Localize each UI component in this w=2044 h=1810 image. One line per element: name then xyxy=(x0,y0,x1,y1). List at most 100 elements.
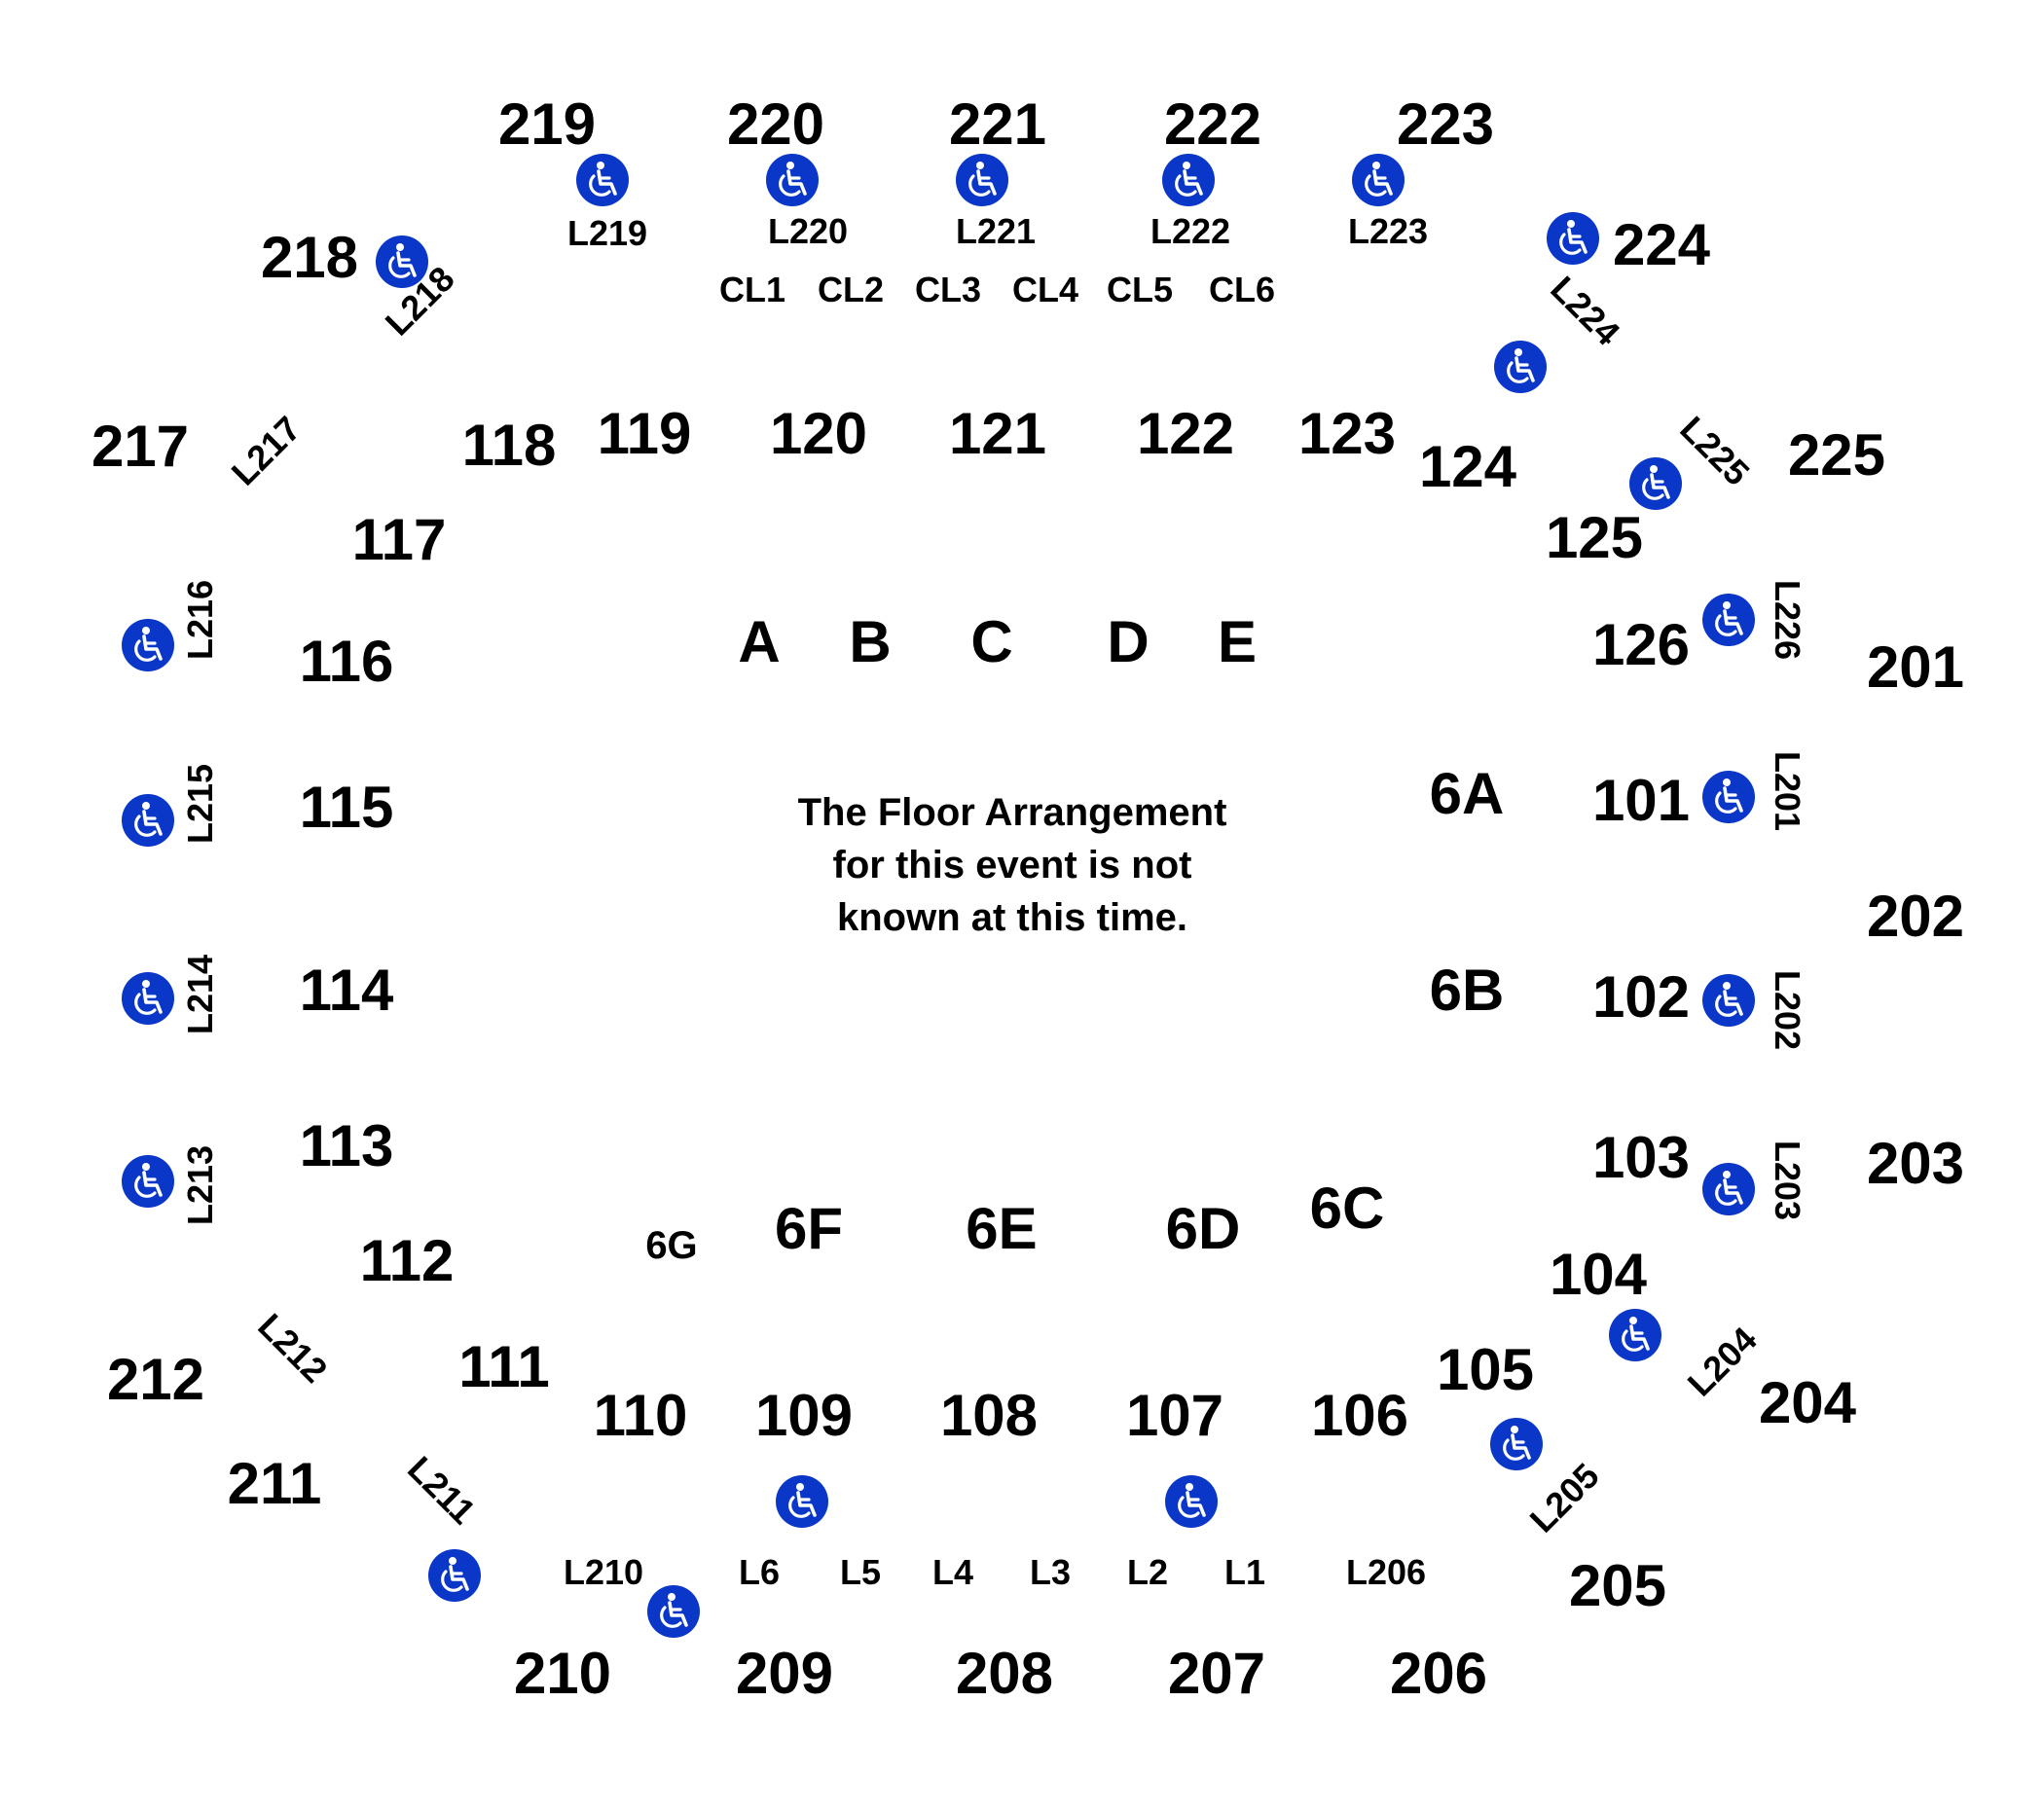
loge-l2[interactable]: L2 xyxy=(1127,1552,1168,1592)
wheelchair-icon[interactable] xyxy=(1350,152,1406,208)
floor-section-a[interactable]: A xyxy=(738,609,780,674)
floor-section-6b[interactable]: 6B xyxy=(1430,958,1505,1023)
loge-l6[interactable]: L6 xyxy=(739,1552,780,1592)
loge-l217[interactable]: L217 xyxy=(224,409,309,493)
section-107[interactable]: 107 xyxy=(1126,1383,1223,1448)
section-109[interactable]: 109 xyxy=(755,1383,853,1448)
section-118[interactable]: 118 xyxy=(462,413,557,478)
section-119[interactable]: 119 xyxy=(598,401,692,466)
section-117[interactable]: 117 xyxy=(352,507,447,572)
section-104[interactable]: 104 xyxy=(1550,1242,1648,1307)
loge-l224[interactable]: L224 xyxy=(1543,269,1627,353)
section-120[interactable]: 120 xyxy=(770,401,867,466)
club-cl6[interactable]: CL6 xyxy=(1209,270,1275,309)
section-108[interactable]: 108 xyxy=(940,1383,1038,1448)
loge-l205[interactable]: L205 xyxy=(1522,1456,1607,1540)
loge-l213[interactable]: L213 xyxy=(180,1145,220,1225)
section-207[interactable]: 207 xyxy=(1168,1641,1265,1706)
section-203[interactable]: 203 xyxy=(1867,1131,1964,1196)
wheelchair-icon[interactable] xyxy=(1492,339,1549,395)
floor-section-c[interactable]: C xyxy=(970,609,1012,674)
club-cl4[interactable]: CL4 xyxy=(1012,270,1078,309)
section-202[interactable]: 202 xyxy=(1867,884,1964,949)
wheelchair-icon[interactable] xyxy=(120,1153,176,1210)
section-222[interactable]: 222 xyxy=(1164,91,1261,157)
wheelchair-icon[interactable] xyxy=(1607,1307,1663,1363)
wheelchair-icon[interactable] xyxy=(645,1583,702,1640)
loge-l210[interactable]: L210 xyxy=(564,1552,643,1592)
loge-l221[interactable]: L221 xyxy=(956,211,1036,251)
loge-l222[interactable]: L222 xyxy=(1150,211,1230,251)
wheelchair-icon[interactable] xyxy=(1488,1416,1545,1472)
club-cl5[interactable]: CL5 xyxy=(1107,270,1173,309)
section-124[interactable]: 124 xyxy=(1419,434,1517,499)
wheelchair-icon[interactable] xyxy=(1160,152,1217,208)
section-105[interactable]: 105 xyxy=(1437,1337,1534,1402)
wheelchair-icon[interactable] xyxy=(1700,592,1757,648)
section-206[interactable]: 206 xyxy=(1390,1641,1487,1706)
wheelchair-icon[interactable] xyxy=(954,152,1010,208)
loge-l216[interactable]: L216 xyxy=(180,580,220,660)
loge-l211[interactable]: L211 xyxy=(400,1448,484,1532)
loge-l5[interactable]: L5 xyxy=(840,1552,881,1592)
wheelchair-icon[interactable] xyxy=(1163,1473,1220,1530)
section-121[interactable]: 121 xyxy=(949,401,1046,466)
floor-section-6g[interactable]: 6G xyxy=(645,1224,697,1267)
section-210[interactable]: 210 xyxy=(514,1641,611,1706)
loge-l219[interactable]: L219 xyxy=(567,213,647,253)
loge-l3[interactable]: L3 xyxy=(1030,1552,1071,1592)
section-102[interactable]: 102 xyxy=(1592,964,1690,1030)
club-cl3[interactable]: CL3 xyxy=(915,270,981,309)
loge-l226[interactable]: L226 xyxy=(1768,580,1807,660)
section-110[interactable]: 110 xyxy=(594,1383,688,1448)
section-126[interactable]: 126 xyxy=(1592,612,1690,677)
loge-l203[interactable]: L203 xyxy=(1768,1140,1807,1220)
section-106[interactable]: 106 xyxy=(1311,1383,1408,1448)
wheelchair-icon[interactable] xyxy=(1700,972,1757,1029)
section-123[interactable]: 123 xyxy=(1298,401,1396,466)
wheelchair-icon[interactable] xyxy=(774,1473,830,1530)
section-116[interactable]: 116 xyxy=(300,629,394,694)
loge-l201[interactable]: L201 xyxy=(1768,751,1807,831)
loge-l202[interactable]: L202 xyxy=(1768,970,1807,1050)
section-224[interactable]: 224 xyxy=(1613,212,1711,277)
wheelchair-icon[interactable] xyxy=(120,617,176,673)
loge-l220[interactable]: L220 xyxy=(768,211,848,251)
floor-section-6d[interactable]: 6D xyxy=(1166,1196,1241,1261)
wheelchair-icon[interactable] xyxy=(120,792,176,849)
section-223[interactable]: 223 xyxy=(1397,91,1494,157)
loge-l4[interactable]: L4 xyxy=(932,1552,973,1592)
floor-section-b[interactable]: B xyxy=(849,609,891,674)
floor-section-6c[interactable]: 6C xyxy=(1310,1176,1385,1241)
section-217[interactable]: 217 xyxy=(91,414,189,479)
section-101[interactable]: 101 xyxy=(1592,768,1690,833)
section-221[interactable]: 221 xyxy=(949,91,1046,157)
section-220[interactable]: 220 xyxy=(727,91,824,157)
wheelchair-icon[interactable] xyxy=(1545,210,1601,267)
section-204[interactable]: 204 xyxy=(1759,1370,1857,1435)
floor-section-6f[interactable]: 6F xyxy=(775,1196,843,1261)
section-114[interactable]: 114 xyxy=(300,958,394,1023)
wheelchair-icon[interactable] xyxy=(1700,1161,1757,1217)
section-218[interactable]: 218 xyxy=(261,225,358,290)
loge-l1[interactable]: L1 xyxy=(1224,1552,1265,1592)
section-225[interactable]: 225 xyxy=(1788,422,1885,488)
loge-l212[interactable]: L212 xyxy=(250,1306,335,1391)
wheelchair-icon[interactable] xyxy=(1700,769,1757,825)
loge-l204[interactable]: L204 xyxy=(1680,1320,1765,1404)
section-212[interactable]: 212 xyxy=(107,1347,204,1412)
floor-section-6e[interactable]: 6E xyxy=(966,1196,1037,1261)
loge-l214[interactable]: L214 xyxy=(180,955,220,1034)
loge-l206[interactable]: L206 xyxy=(1346,1552,1426,1592)
section-115[interactable]: 115 xyxy=(300,775,394,840)
wheelchair-icon[interactable] xyxy=(374,234,430,290)
floor-section-d[interactable]: D xyxy=(1107,609,1149,674)
wheelchair-icon[interactable] xyxy=(426,1547,483,1604)
section-219[interactable]: 219 xyxy=(498,91,596,157)
section-125[interactable]: 125 xyxy=(1546,505,1643,570)
section-112[interactable]: 112 xyxy=(360,1228,455,1293)
floor-section-6a[interactable]: 6A xyxy=(1430,761,1505,826)
section-122[interactable]: 122 xyxy=(1137,401,1234,466)
section-208[interactable]: 208 xyxy=(956,1641,1053,1706)
wheelchair-icon[interactable] xyxy=(574,152,631,208)
